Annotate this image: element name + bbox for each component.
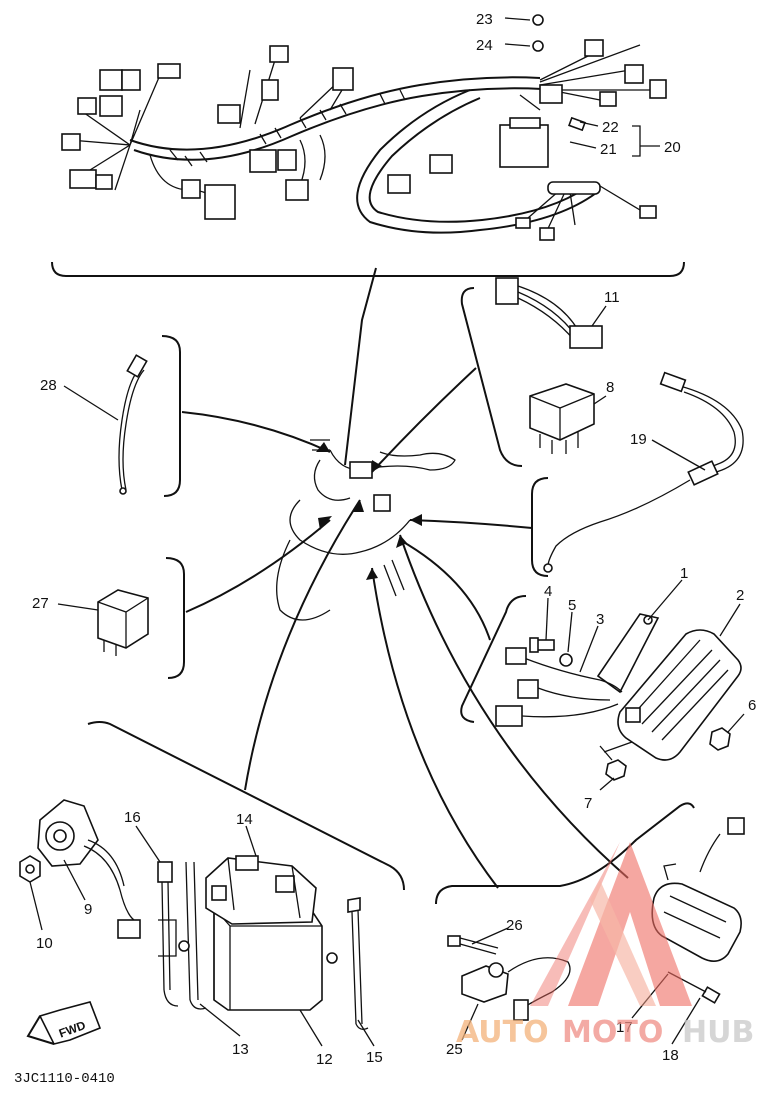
- label-27: 27: [32, 595, 49, 612]
- part-16-lead: [157, 861, 179, 1007]
- label-12: 12: [316, 1051, 333, 1068]
- label-7: 7: [584, 795, 592, 812]
- label-11: 11: [604, 289, 620, 306]
- label-2: 2: [736, 587, 744, 604]
- label-22: 22: [602, 119, 619, 136]
- label-3: 3: [596, 611, 604, 628]
- label-20: 20: [664, 139, 681, 156]
- fwd-arrow: FWD: [26, 1001, 102, 1045]
- diagram-code: 3JC1110-0410: [14, 1071, 115, 1087]
- leader-lines: [181, 267, 629, 889]
- label-6: 6: [748, 697, 756, 714]
- label-26: 26: [506, 917, 523, 934]
- watermark-hub: HUB: [682, 1015, 754, 1050]
- label-9: 9: [84, 901, 92, 918]
- label-10: 10: [36, 935, 53, 952]
- label-4: 4: [544, 583, 552, 600]
- part-10-nut: [19, 855, 41, 883]
- label-25: 25: [446, 1041, 463, 1058]
- wire-harness: [51, 14, 685, 277]
- label-5: 5: [568, 597, 576, 614]
- callout-labels: 23 24 22 21 20 11 28 8 19 27 1 2 4 5 3 6…: [32, 11, 756, 1068]
- label-13: 13: [232, 1041, 249, 1058]
- part-28-lead: [118, 354, 148, 495]
- part-12-battery: [213, 907, 323, 1011]
- label-leaders: [29, 17, 745, 1047]
- part-9-switch: [37, 799, 141, 939]
- part-8-relay: [529, 383, 595, 454]
- watermark-logo-icon: [530, 842, 692, 1006]
- label-17: 17: [616, 1019, 633, 1036]
- watermark-auto: AUTO: [456, 1015, 549, 1050]
- label-23: 23: [476, 11, 493, 28]
- label-21: 21: [600, 141, 617, 158]
- group-brackets: [87, 287, 695, 905]
- part-14-battery-box: [205, 855, 317, 925]
- label-24: 24: [476, 37, 493, 54]
- frame-outline: [276, 439, 456, 621]
- label-19: 19: [630, 431, 647, 448]
- label-8: 8: [606, 379, 614, 396]
- label-1: 1: [680, 565, 688, 582]
- label-14: 14: [236, 811, 253, 828]
- watermark-moto: MOTO: [562, 1015, 663, 1050]
- watermark: AUTO MOTO HUB: [456, 842, 754, 1050]
- part-19-sensor: [543, 371, 744, 573]
- label-15: 15: [366, 1049, 383, 1066]
- label-16: 16: [124, 809, 141, 826]
- part-13-cable: [178, 861, 207, 1010]
- part-11-sub-harness: [495, 277, 603, 349]
- part-26-bolt: [447, 935, 499, 955]
- label-28: 28: [40, 377, 57, 394]
- part-27-module: [97, 589, 149, 656]
- regulator-group: [495, 613, 742, 781]
- part-17-starter-relay: [651, 817, 745, 962]
- label-18: 18: [662, 1047, 679, 1064]
- part-15-lead: [326, 897, 369, 1030]
- part-25-switch: [461, 957, 571, 1021]
